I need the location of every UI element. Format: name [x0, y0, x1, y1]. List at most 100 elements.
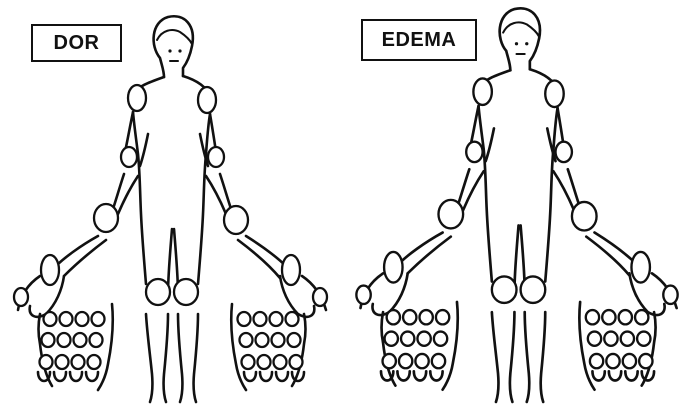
left-finger-1-joint-1 — [44, 312, 57, 326]
left-finger-2-joint-1 — [403, 310, 416, 324]
right-finger-1-joint-2 — [240, 333, 253, 347]
shoulder-left-joint — [128, 85, 146, 111]
right-fingertip-3 — [276, 372, 288, 381]
head-outline — [500, 8, 540, 70]
knee-right-joint — [521, 276, 546, 303]
elbow-right-joint — [556, 142, 572, 162]
edema-body-diagram — [342, 6, 691, 405]
hair-line — [503, 22, 539, 36]
thumb-left-base-joint — [41, 255, 59, 285]
left-finger-4-joint-2 — [90, 333, 103, 347]
right-finger-3-joint-2 — [272, 333, 285, 347]
right-finger-1-joint-3 — [590, 354, 603, 368]
right-finger-2-joint-2 — [604, 332, 617, 346]
left-finger-1-joint-2 — [385, 332, 398, 346]
right-arm-outline — [547, 108, 637, 275]
thumb-right-tip-joint — [663, 286, 677, 304]
right-eye — [525, 42, 528, 45]
right-eye — [178, 49, 181, 52]
left-arm-outline — [399, 106, 493, 273]
right-finger-2-joint-3 — [606, 354, 619, 368]
wrist-right-joint — [572, 202, 597, 231]
left-finger-3-joint-2 — [74, 333, 87, 347]
left-finger-4-joint-3 — [88, 355, 101, 369]
head-outline — [154, 16, 193, 77]
thumb-left-tip-joint — [356, 286, 370, 304]
thumb-right-base-joint — [282, 255, 300, 285]
body-outline — [133, 76, 210, 402]
pain-body-diagram — [0, 14, 340, 405]
thumb-left-tip-joint — [14, 288, 28, 306]
elbow-left-joint — [121, 147, 137, 167]
right-fingertip-1 — [592, 371, 604, 380]
left-finger-2-joint-3 — [56, 355, 69, 369]
wrist-left-joint — [94, 204, 118, 232]
hair-line — [157, 30, 192, 44]
right-finger-2-joint-3 — [258, 355, 271, 369]
left-finger-2-joint-1 — [60, 312, 73, 326]
right-finger-1-joint-1 — [238, 312, 251, 326]
right-finger-4-joint-2 — [637, 332, 650, 346]
left-finger-4-joint-3 — [432, 354, 445, 368]
left-finger-2-joint-3 — [399, 354, 412, 368]
right-finger-2-joint-1 — [602, 310, 615, 324]
left-finger-4-joint-1 — [436, 310, 449, 324]
left-finger-3-joint-1 — [419, 310, 432, 324]
right-finger-4-joint-2 — [288, 333, 301, 347]
left-fingertip-3 — [414, 371, 426, 380]
elbow-left-joint — [466, 142, 482, 162]
left-fingertip-3 — [70, 372, 82, 381]
knee-left-joint — [146, 279, 170, 305]
left-finger-1-joint-3 — [383, 354, 396, 368]
right-finger-4-joint-3 — [639, 354, 652, 368]
knee-right-joint — [174, 279, 198, 305]
right-fingertip-3 — [625, 371, 637, 380]
right-finger-3-joint-3 — [623, 354, 636, 368]
left-finger-4-joint-1 — [92, 312, 105, 326]
left-finger-3-joint-1 — [76, 312, 89, 326]
right-finger-4-joint-1 — [635, 310, 648, 324]
right-finger-2-joint-2 — [256, 333, 269, 347]
elbow-right-joint — [208, 147, 224, 167]
left-fingertip-4 — [430, 371, 442, 380]
left-fingertip-1 — [38, 372, 50, 381]
right-finger-1-joint-1 — [586, 310, 599, 324]
left-fingertip-2 — [397, 371, 409, 380]
shoulder-right-joint — [545, 80, 563, 107]
right-finger-3-joint-2 — [621, 332, 634, 346]
shoulder-left-joint — [473, 78, 491, 105]
thumb-left-base-joint — [384, 252, 402, 283]
left-finger-2-joint-2 — [401, 332, 414, 346]
left-fingertip-2 — [54, 372, 66, 381]
right-finger-4-joint-1 — [286, 312, 299, 326]
left-finger-1-joint-1 — [387, 310, 400, 324]
left-finger-3-joint-3 — [415, 354, 428, 368]
left-eye — [515, 42, 518, 45]
left-arm-outline — [56, 112, 148, 276]
wrist-right-joint — [224, 206, 248, 234]
right-finger-3-joint-1 — [270, 312, 283, 326]
right-finger-2-joint-1 — [254, 312, 267, 326]
right-arm-outline — [200, 114, 288, 278]
right-finger-1-joint-2 — [588, 332, 601, 346]
right-fingertip-2 — [260, 372, 272, 381]
right-fingertip-2 — [609, 371, 621, 380]
knee-left-joint — [492, 276, 517, 303]
left-fingertip-4 — [86, 372, 98, 381]
right-fingertip-1 — [244, 372, 256, 381]
left-finger-4-joint-2 — [434, 332, 447, 346]
left-finger-3-joint-3 — [72, 355, 85, 369]
right-finger-3-joint-1 — [619, 310, 632, 324]
right-finger-4-joint-3 — [290, 355, 303, 369]
thumb-right-tip-joint — [313, 288, 327, 306]
left-finger-1-joint-2 — [42, 333, 55, 347]
left-finger-2-joint-2 — [58, 333, 71, 347]
shoulder-right-joint — [198, 87, 216, 113]
left-finger-1-joint-3 — [40, 355, 53, 369]
right-finger-3-joint-3 — [274, 355, 287, 369]
thumb-right-base-joint — [631, 252, 649, 283]
wrist-left-joint — [438, 200, 463, 229]
left-finger-3-joint-2 — [417, 332, 430, 346]
left-fingertip-1 — [381, 371, 393, 380]
body-outline — [479, 69, 558, 402]
